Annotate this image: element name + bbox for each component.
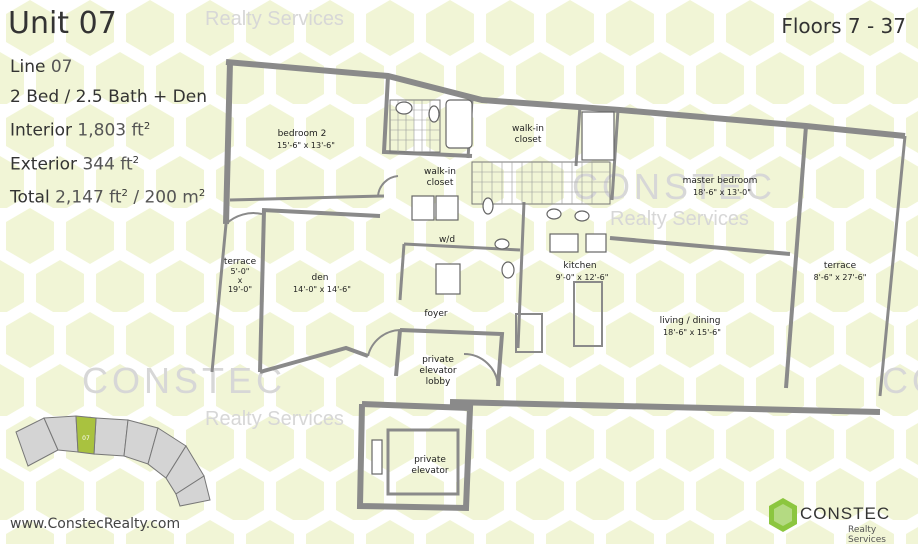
bedroom2-dim: 15'-6" x 13'-6" [277, 141, 335, 150]
kitchen-label: kitchen [563, 261, 596, 271]
stove [549, 233, 579, 253]
keyplan-segment-unit [75, 415, 97, 455]
sink-1 [395, 101, 413, 115]
terrace-left-x: x [238, 276, 243, 285]
walkin-closet-1-line1: walk-in [512, 124, 544, 134]
foyer-wall [398, 243, 406, 301]
watermark-realty-top: Realty Services [205, 8, 344, 30]
lobby-left-wall [394, 329, 402, 377]
watermark-constec-middle: CONSTEC [572, 166, 777, 207]
terrace-right-wall [784, 125, 808, 389]
beds-baths-row: 2 Bed / 2.5 Bath + Den [10, 87, 208, 107]
dishwasher [585, 233, 607, 253]
toilet-2 [482, 197, 494, 215]
elevator-shaft [356, 401, 474, 512]
sink-3 [546, 208, 562, 220]
toilet-3 [501, 261, 515, 279]
terrace-left-border [210, 223, 228, 373]
terrace-left-label: terrace [224, 257, 257, 267]
shower-wall [610, 109, 620, 201]
foyer-label: foyer [424, 309, 448, 319]
bath-tile-2 [471, 161, 611, 205]
master-bedroom-label: master bedroom [683, 176, 758, 186]
logo-hex-icon [769, 498, 797, 532]
lobby-line2: elevator [419, 366, 456, 376]
watermark-constec-right: CONSTEC [882, 360, 918, 401]
elevator-car [386, 428, 460, 496]
walkin-closet-1-line2: closet [515, 135, 542, 145]
shower [581, 111, 615, 161]
kitchen-island [573, 281, 603, 347]
walkin-closet-2-line1: walk-in [424, 167, 456, 177]
terrace-left-dim2: 19'-0" [228, 285, 252, 294]
lobby-wall [399, 328, 505, 387]
den-label: den [312, 273, 329, 283]
exterior-row: Exterior 344 ft2 [10, 154, 140, 175]
den-wall [261, 208, 381, 218]
den-bottom-wall [259, 345, 369, 374]
line-row: Line 07 [10, 57, 73, 77]
master-bottom-wall [609, 236, 791, 256]
den-dim: 14'-0" x 14'-6" [293, 285, 351, 294]
sink-2 [494, 238, 510, 250]
wd-label: w/d [439, 235, 455, 245]
total-row: Total 2,147 ft2 / 200 m2 [10, 187, 206, 208]
outer-wall-left [223, 61, 233, 225]
master-bedroom-dim: 18'-6" x 13'-0" [693, 188, 751, 197]
terrace-right-dim: 8'-6" x 27'-6" [814, 273, 867, 282]
living-dining-label: living / dining [660, 316, 721, 326]
outer-wall-bottom [449, 399, 881, 415]
living-dining-dim: 18'-6" x 15'-6" [663, 328, 721, 337]
den-left-wall [258, 209, 266, 373]
washer [411, 195, 435, 221]
watermark-realty-middle: Realty Services [610, 208, 749, 230]
door-arc-bedroom [377, 175, 399, 197]
door-arc-left [225, 212, 263, 225]
elevator-line1: private [414, 455, 446, 465]
keyplan-segment-8 [175, 475, 211, 507]
website-link[interactable]: www.ConstecRealty.com [10, 516, 181, 532]
bedroom2-wall [229, 194, 385, 202]
closet-right-wall [574, 105, 582, 167]
terrace-right-label: terrace [824, 261, 857, 271]
unit-info: Line 07 2 Bed / 2.5 Bath + Den Interior … [10, 52, 207, 213]
interior-row: Interior 1,803 ft2 [10, 120, 151, 141]
elevator-line2: elevator [411, 466, 448, 476]
terrace-left-dim1: 5'-0" [231, 267, 250, 276]
logo-name: CONSTEC [800, 504, 891, 523]
door-arc-lobby [367, 329, 401, 357]
outer-wall-top [225, 59, 906, 139]
keyplan-unit-label: 07 [82, 435, 90, 442]
fridge [435, 263, 461, 295]
outer-wall-right [878, 135, 907, 397]
dryer [435, 195, 459, 221]
door-arc-lobby-right [463, 352, 499, 387]
constec-logo: CONSTEC Realty Services [768, 496, 908, 545]
floors-label: Floors 7 - 37 [781, 14, 906, 38]
lobby-line1: private [422, 355, 454, 365]
watermark-constec-bottom: CONSTEC [82, 360, 287, 401]
keyplan-segment-4 [93, 417, 129, 457]
kitchen-counter [515, 313, 543, 353]
kitchen-left-wall [516, 201, 526, 349]
logo-subtitle: Realty Services [848, 525, 886, 545]
watermark-realty-bottom: Realty Services [205, 408, 344, 430]
bathtub [445, 99, 473, 149]
sink-4 [574, 210, 590, 222]
unit-title: Unit 07 [8, 6, 117, 41]
toilet-1 [428, 105, 440, 123]
lobby-line3: lobby [426, 377, 451, 387]
bedroom2-label: bedroom 2 [278, 129, 327, 139]
bath-tile-1 [389, 99, 441, 153]
walkin-closet-2-line2: closet [427, 178, 454, 188]
elevator-panel [371, 439, 383, 475]
kitchen-dim: 9'-0" x 12'-6" [556, 273, 609, 282]
bath1-wall [381, 75, 473, 158]
